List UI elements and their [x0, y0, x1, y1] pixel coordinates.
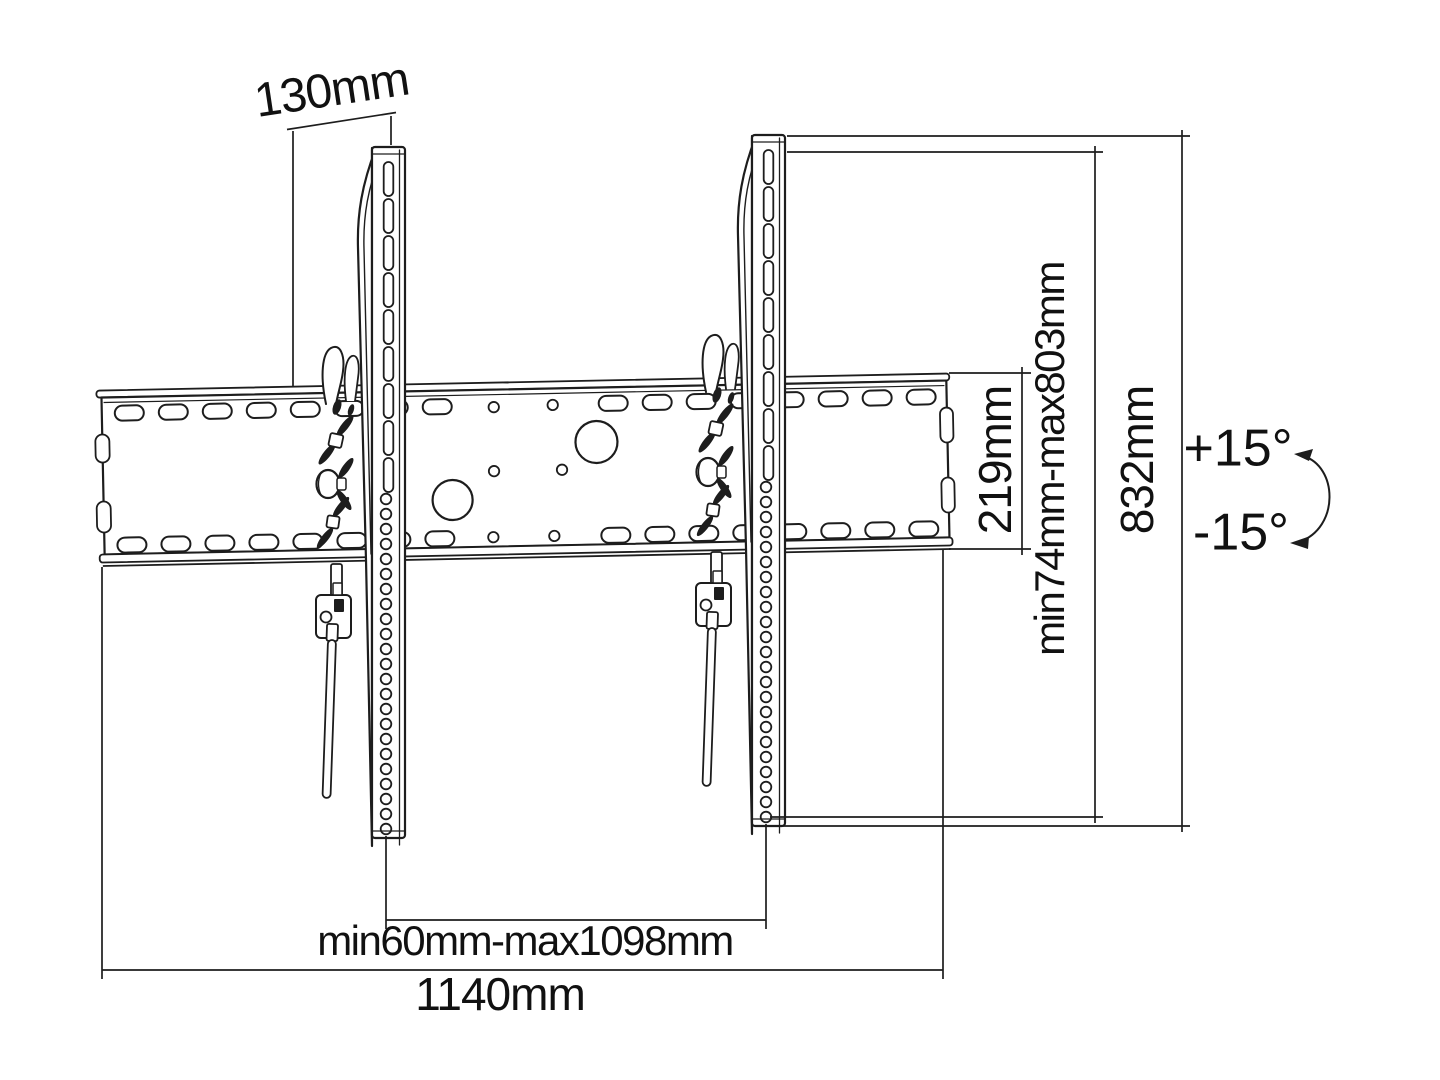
- wall-plate-shadow-line: [103, 384, 945, 404]
- cable-access-holes: [431, 419, 619, 522]
- plate-slot: [160, 535, 192, 553]
- small-mount-holes: [487, 398, 569, 544]
- plate-slot: [817, 390, 849, 408]
- plate-slot: [116, 536, 148, 554]
- plate-slot: [600, 526, 632, 544]
- dim-total-width: [101, 550, 944, 979]
- plate-slot: [424, 530, 456, 548]
- plate-slot: [421, 398, 453, 416]
- plate-slot: [861, 389, 893, 407]
- plate-slot: [201, 402, 233, 420]
- wall-plate-bottom-cap: [98, 536, 954, 564]
- plate-slot: [908, 520, 940, 538]
- plate-slot: [641, 393, 673, 411]
- plate-slot: [289, 400, 321, 419]
- plate-slot: [864, 521, 896, 539]
- wall-plate-bottom-lip: [102, 548, 951, 567]
- plate-slot: [157, 403, 189, 421]
- plate-slot: [597, 394, 629, 412]
- dim-label-total-width: 1140mm: [415, 968, 585, 1020]
- dim-bottom-range: [385, 824, 767, 929]
- wall-plate: [94, 372, 956, 567]
- dim-label-bottom-range: min60mm-max1098mm: [317, 917, 733, 964]
- tilt-arrow-bottom-icon: [1290, 536, 1309, 549]
- plate-slot: [820, 522, 852, 540]
- plate-slot: [245, 401, 277, 419]
- dim-total-height: [770, 130, 1190, 832]
- plate-slot: [248, 533, 280, 551]
- plate-edge-tabs: [94, 406, 956, 534]
- tilt-arrow-top-icon: [1294, 449, 1313, 461]
- plate-slot: [644, 525, 676, 543]
- dim-label-tilt-up: +15°: [1183, 420, 1292, 478]
- dim-label-tilt-down: -15°: [1193, 504, 1289, 562]
- dim-label-top-offset: 130mm: [251, 53, 412, 128]
- dim-label-vertical-range: min74mm-max803mm: [1026, 262, 1073, 656]
- dim-label-total-height: 832mm: [1111, 386, 1163, 534]
- plate-slot: [113, 404, 145, 422]
- dim-vertical-range: [770, 146, 1103, 823]
- plate-slot: [204, 534, 236, 552]
- dim-label-plate-height: 219mm: [969, 386, 1021, 534]
- dim-top-offset: [286, 111, 397, 387]
- dim-plate-height: [949, 367, 1031, 555]
- tilt-arc-icon: [1290, 449, 1331, 549]
- plate-slot: [905, 388, 937, 406]
